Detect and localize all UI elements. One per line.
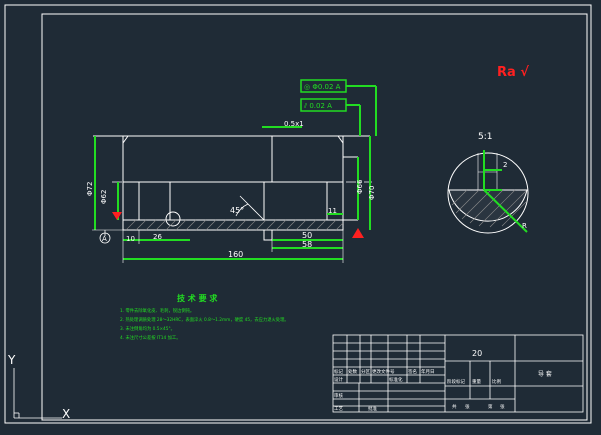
extension-lines <box>92 229 344 263</box>
hdr-change-doc: 更改文件号 <box>372 368 395 375</box>
hdr-zone: 分区 <box>361 368 370 375</box>
red-datum-marker-right <box>352 228 364 238</box>
detail-view: 2 R <box>447 150 529 234</box>
row-weight: 重量 <box>472 378 481 385</box>
row-approve: 批准 <box>368 405 377 412</box>
sheet-index: 第 <box>488 403 493 410</box>
part-outline <box>122 136 344 231</box>
dim-10: 10 <box>126 235 135 243</box>
title-block <box>332 334 584 413</box>
sheet-index-unit: 张 <box>500 403 505 410</box>
row-process: 工艺 <box>334 406 343 412</box>
dim-160: 160 <box>228 250 243 259</box>
angle-label: 45° <box>230 206 244 215</box>
tolerance-frame-1-text: ◎ Φ0.02 A <box>304 83 341 91</box>
bottom-tab <box>263 230 273 241</box>
tolerance-frame-2-text: ⫽ 0.02 A <box>303 102 332 110</box>
hdr-count: 处数 <box>348 368 357 375</box>
ucs-x-label: X <box>62 407 70 421</box>
angle-annotation <box>235 195 265 221</box>
sheet-total-unit: 张 <box>465 403 470 410</box>
tolerance-frame-1 <box>300 79 347 93</box>
title-part-no: 20 <box>472 349 482 358</box>
tolerance-frame-2 <box>300 98 347 112</box>
outer-sheet-border <box>4 4 592 424</box>
detail-circle <box>447 152 529 234</box>
notes-line-1: 1. 零件去除氧化皮、毛刺，锐边倒钝。 <box>120 307 194 314</box>
row-design: 设计 <box>334 376 343 383</box>
hdr-sign: 签名 <box>408 368 417 375</box>
ucs-y-label: Y <box>7 353 16 367</box>
datum-circle <box>99 232 111 244</box>
hdr-mark: 标记 <box>334 368 343 375</box>
dim-dia-62: Φ62 <box>100 190 108 204</box>
title-part-name: 导 套 <box>538 370 552 378</box>
row-review: 审核 <box>334 392 343 399</box>
datum-label: A <box>102 235 107 243</box>
dim-dia-66: Φ66 <box>356 179 364 194</box>
notes-line-2: 2. 热处理调质处理 28～32HRC，表面淬火 0.8～1.2mm，硬度 45… <box>120 316 289 323</box>
chamfer-left <box>122 135 129 144</box>
dim-58: 58 <box>302 240 312 249</box>
red-datum-marker-left <box>112 212 122 220</box>
dim-11: 11 <box>328 207 337 215</box>
ucs-icon <box>13 368 62 419</box>
notes-title: 技 术 要 求 <box>177 293 218 303</box>
dim-26: 26 <box>153 233 162 241</box>
sheet-total: 共 <box>452 403 457 410</box>
detail-callout-circle <box>165 211 181 227</box>
notes-line-3: 3. 未注倒角均为 0.5×45°。 <box>120 325 175 332</box>
row-scale: 比例 <box>492 378 501 385</box>
dim-chamfer: 0.5x1 <box>284 120 304 128</box>
inner-sheet-border <box>41 13 588 421</box>
dim-50: 50 <box>302 231 312 240</box>
dim-dia-72: Φ72 <box>86 182 94 196</box>
hdr-date: 年月日 <box>421 368 435 375</box>
dim-dia-70: Φ70 <box>368 186 376 200</box>
dimension-lines <box>94 85 377 260</box>
detail-dim-2: 2 <box>503 161 507 169</box>
row-stage-mark: 阶段标记 <box>447 378 465 385</box>
detail-scale-label: 5:1 <box>478 132 492 142</box>
detail-dim-r: R <box>522 222 527 230</box>
row-standard: 标准化 <box>389 376 403 383</box>
notes-line-4: 4. 未注尺寸公差按 IT14 加工。 <box>120 334 181 341</box>
chamfer-right <box>337 135 344 144</box>
roughness-mark: Ra √ <box>497 65 529 80</box>
section-hatch <box>125 219 344 231</box>
